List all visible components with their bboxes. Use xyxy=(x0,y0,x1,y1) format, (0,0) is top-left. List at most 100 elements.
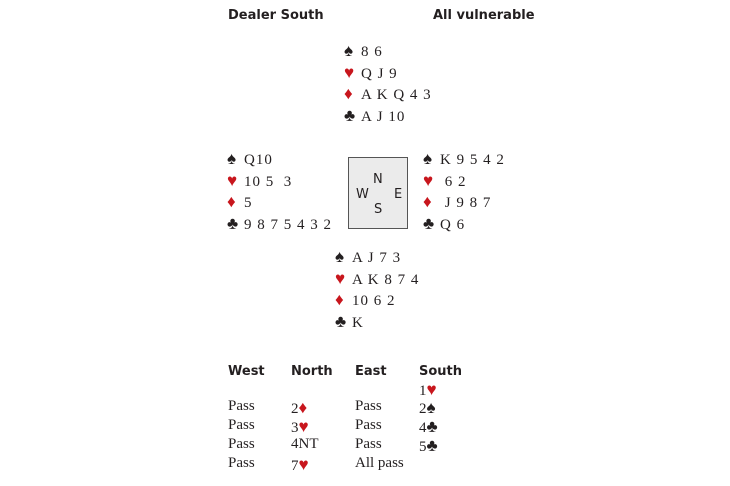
cards: 9 8 7 5 4 3 2 xyxy=(244,216,332,233)
east-diamond-holding: ♦ J 9 8 7 xyxy=(423,191,505,213)
diamond-icon: ♦ xyxy=(344,84,354,103)
cards: Q 6 xyxy=(440,216,466,233)
bid: 5♣ xyxy=(419,436,438,456)
cards: 8 6 xyxy=(361,44,383,60)
auction-header-east: East xyxy=(355,364,387,379)
bid-text: Pass xyxy=(355,436,382,452)
bid-text: 4NT xyxy=(291,436,319,452)
bid-text: 2 xyxy=(419,401,427,417)
bid: Pass xyxy=(228,436,255,453)
club-icon: ♣ xyxy=(426,417,438,436)
club-icon: ♣ xyxy=(344,105,357,125)
bid: 4♣ xyxy=(419,417,438,437)
bid: Pass xyxy=(228,417,255,434)
bid: Pass xyxy=(355,417,382,434)
bid-text: 4 xyxy=(419,420,427,436)
cards: J 9 8 7 xyxy=(440,195,492,211)
north-hand: ♠8 6♥Q J 9♦A K Q 4 3♣A J 10 xyxy=(344,40,432,126)
north-heart-holding: ♥ Q J 9 xyxy=(344,62,432,84)
cards: K xyxy=(352,314,364,331)
club-icon: ♣ xyxy=(423,213,436,233)
spade-icon: ♠ xyxy=(426,398,436,417)
bid: 7♥ xyxy=(291,455,309,475)
east-hand: ♠K 9 5 4 2♥ 6 2♦ J 9 8 7♣Q 6 xyxy=(423,148,505,234)
diamond-icon: ♦ xyxy=(423,192,433,211)
east-heart-holding: ♥ 6 2 xyxy=(423,170,505,192)
bid: 2♠ xyxy=(419,398,436,418)
compass-west: W xyxy=(356,187,369,202)
cards: 5 xyxy=(244,195,253,211)
bid: 3♥ xyxy=(291,417,309,437)
bid-text: 7 xyxy=(291,458,299,474)
diamond-icon: ♦ xyxy=(227,192,237,211)
heart-icon: ♥ xyxy=(344,62,356,82)
bid: 4NT xyxy=(291,436,319,453)
bid: All pass xyxy=(355,455,404,472)
heart-icon: ♥ xyxy=(426,380,437,399)
auction-header-south: South xyxy=(419,364,463,379)
club-icon: ♣ xyxy=(227,213,240,233)
bid-text: 3 xyxy=(291,420,299,436)
diamond-icon: ♦ xyxy=(335,290,345,309)
bid-text: 1 xyxy=(419,383,427,399)
bid-text: 5 xyxy=(419,439,427,455)
east-spade-holding: ♠ K 9 5 4 2 xyxy=(423,148,505,170)
south-heart-holding: ♥ A K 8 7 4 xyxy=(335,268,419,290)
west-spade-holding: ♠ Q10 xyxy=(227,148,332,170)
spade-icon: ♠ xyxy=(423,149,434,168)
cards: A K Q 4 3 xyxy=(361,87,432,103)
compass-south: S xyxy=(374,202,383,217)
heart-icon: ♥ xyxy=(298,417,309,436)
club-icon: ♣ xyxy=(426,436,438,455)
heart-icon: ♥ xyxy=(335,268,347,288)
north-club-holding: ♣A J 10 xyxy=(344,105,432,127)
west-club-holding: ♣9 8 7 5 4 3 2 xyxy=(227,213,332,235)
cards: 10 6 2 xyxy=(352,293,396,309)
bid: 1♥ xyxy=(419,380,437,400)
south-spade-holding: ♠ A J 7 3 xyxy=(335,246,419,268)
auction-header-west: West xyxy=(228,364,265,379)
west-heart-holding: ♥ 10 5 3 xyxy=(227,170,332,192)
cards: K 9 5 4 2 xyxy=(440,152,505,168)
heart-icon: ♥ xyxy=(423,170,435,190)
bid-text: Pass xyxy=(355,417,382,433)
north-diamond-holding: ♦ A K Q 4 3 xyxy=(344,83,432,105)
club-icon: ♣ xyxy=(335,311,348,331)
bid: Pass xyxy=(228,455,255,472)
cards: A J 7 3 xyxy=(352,250,402,266)
bid: Pass xyxy=(355,436,382,453)
auction-header-north: North xyxy=(291,364,333,379)
bid-text: 2 xyxy=(291,401,299,417)
bid-text: Pass xyxy=(355,398,382,414)
east-club-holding: ♣Q 6 xyxy=(423,213,505,235)
spade-icon: ♠ xyxy=(335,247,346,266)
west-diamond-holding: ♦5 xyxy=(227,191,332,213)
north-spade-holding: ♠ 8 6 xyxy=(344,40,432,62)
bid: Pass xyxy=(355,398,382,415)
vulnerability-label: All vulnerable xyxy=(433,8,535,23)
cards: Q10 xyxy=(244,152,273,168)
cards: A J 10 xyxy=(361,108,406,125)
compass-east: E xyxy=(394,187,403,202)
bid-text: Pass xyxy=(228,455,255,471)
spade-icon: ♠ xyxy=(344,41,355,60)
cards: 6 2 xyxy=(440,173,467,190)
heart-icon: ♥ xyxy=(227,170,239,190)
diamond-icon: ♦ xyxy=(298,398,308,417)
bid-text: Pass xyxy=(228,398,255,414)
bid-text: All pass xyxy=(355,455,404,471)
bid-text: Pass xyxy=(228,417,255,433)
spade-icon: ♠ xyxy=(227,149,238,168)
dealer-label: Dealer South xyxy=(228,8,324,23)
bid: Pass xyxy=(228,398,255,415)
cards: Q J 9 xyxy=(361,65,398,82)
cards: 10 5 3 xyxy=(244,173,293,190)
cards: A K 8 7 4 xyxy=(352,271,420,288)
south-diamond-holding: ♦ 10 6 2 xyxy=(335,289,419,311)
compass-north: N xyxy=(373,172,383,187)
south-club-holding: ♣K xyxy=(335,311,419,333)
compass-box: N W E S xyxy=(348,157,408,229)
west-hand: ♠Q10♥10 5 3♦5♣9 8 7 5 4 3 2 xyxy=(227,148,332,234)
bid-text: Pass xyxy=(228,436,255,452)
south-hand: ♠A J 7 3♥A K 8 7 4♦10 6 2♣K xyxy=(335,246,419,332)
